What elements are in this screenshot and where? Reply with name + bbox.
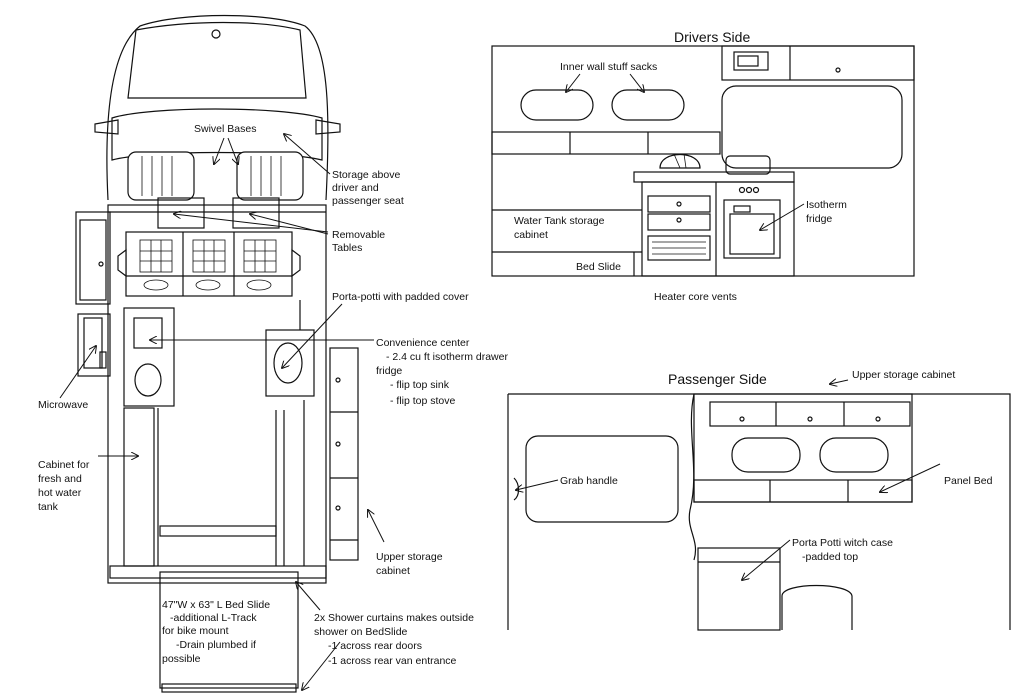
label-stuff-sacks: Inner wall stuff sacks bbox=[560, 61, 657, 73]
label-bed-slide-4: -Drain plumbed if bbox=[176, 639, 256, 651]
label-convenience-5: - flip top stove bbox=[390, 395, 456, 407]
drivers-side-annotations: Inner wall stuff sacks Water Tank storag… bbox=[514, 61, 847, 303]
passenger-seat-elev bbox=[781, 584, 853, 630]
passenger-sack-2 bbox=[819, 437, 889, 473]
label-convenience-4: - flip top sink bbox=[390, 379, 450, 391]
porta-potti-case bbox=[697, 547, 781, 631]
label-isotherm-2: fridge bbox=[806, 213, 832, 225]
label-shower: 2x Shower curtains makes outside bbox=[314, 612, 474, 624]
label-upper-storage-cabinet: Upper storage cabinet bbox=[852, 369, 955, 381]
drivers-side-elevation: Drivers Side bbox=[491, 29, 915, 277]
removable-table-right bbox=[232, 197, 280, 229]
label-shower-3: -1 across rear doors bbox=[328, 640, 422, 652]
bed-slide bbox=[159, 571, 299, 689]
label-cabinet-tank-2: fresh and bbox=[38, 473, 82, 485]
windshield bbox=[127, 21, 307, 99]
van-top-view bbox=[75, 14, 359, 693]
left-mirror bbox=[94, 119, 119, 135]
right-upper-storage bbox=[329, 347, 359, 561]
label-upper-storage-2: cabinet bbox=[376, 565, 410, 577]
label-porta-potti: Porta-potti with padded cover bbox=[332, 291, 469, 303]
label-convenience-2: - 2.4 cu ft isotherm drawer bbox=[386, 351, 508, 363]
driver-seat bbox=[127, 151, 195, 201]
label-porta-potti-case-2: -padded top bbox=[802, 551, 858, 563]
left-wall-cabinet bbox=[75, 211, 111, 305]
van-body bbox=[107, 204, 327, 584]
label-removable-tables-2: Tables bbox=[332, 242, 362, 254]
label-grab-handle: Grab handle bbox=[560, 475, 618, 487]
passenger-side-elevation: Passenger Side bbox=[507, 371, 1011, 631]
water-tank-cabinet bbox=[123, 407, 155, 567]
label-water-tank-2: cabinet bbox=[514, 229, 548, 241]
label-bed-slide-2: -additional L-Track bbox=[170, 612, 257, 624]
passenger-side-annotations: Upper storage cabinet Grab handle Panel … bbox=[516, 369, 993, 580]
label-storage-above-3: passenger seat bbox=[332, 195, 404, 207]
microwave-box bbox=[77, 313, 111, 377]
label-storage-above-2: driver and bbox=[332, 182, 379, 194]
label-convenience-3: fridge bbox=[376, 365, 402, 377]
label-bed-slide-elev: Bed Slide bbox=[576, 261, 621, 273]
isotherm-fridge bbox=[723, 199, 781, 259]
label-bed-slide-5: possible bbox=[162, 653, 201, 665]
drivers-side-title: Drivers Side bbox=[674, 29, 750, 45]
van-front-outline bbox=[106, 14, 329, 201]
porta-potti bbox=[265, 329, 315, 397]
l-track bbox=[159, 525, 277, 537]
label-convenience-center: Convenience center bbox=[376, 337, 470, 349]
stuff-sack-2 bbox=[611, 89, 685, 121]
passenger-window bbox=[525, 435, 679, 523]
convenience-center bbox=[123, 307, 175, 407]
label-cabinet-tank-3: hot water bbox=[38, 487, 82, 499]
label-upper-storage: Upper storage bbox=[376, 551, 443, 563]
label-isotherm: Isotherm bbox=[806, 199, 847, 211]
label-heater-vents: Heater core vents bbox=[654, 291, 737, 303]
label-porta-potti-case: Porta Potti witch case bbox=[792, 537, 893, 549]
label-bed-slide: 47"W x 63" L Bed Slide bbox=[162, 599, 270, 611]
passenger-sack-1 bbox=[731, 437, 801, 473]
stuff-sack-1 bbox=[520, 89, 594, 121]
label-panel-bed: Panel Bed bbox=[944, 475, 993, 487]
label-removable-tables: Removable bbox=[332, 229, 385, 241]
passenger-seat bbox=[236, 151, 304, 201]
label-shower-2: shower on BedSlide bbox=[314, 626, 408, 638]
label-swivel-bases: Swivel Bases bbox=[194, 123, 256, 135]
label-shower-4: -1 across rear van entrance bbox=[328, 655, 457, 667]
passenger-side-title: Passenger Side bbox=[668, 371, 767, 387]
drivers-kitchen-unit bbox=[641, 181, 795, 277]
label-water-tank: Water Tank storage bbox=[514, 215, 605, 227]
label-storage-above: Storage above bbox=[332, 169, 400, 181]
label-cabinet-tank-4: tank bbox=[38, 501, 59, 513]
passenger-side-frame bbox=[508, 393, 1011, 630]
removable-table-left bbox=[157, 197, 205, 229]
door-edge bbox=[688, 393, 696, 561]
label-bed-slide-3: for bike mount bbox=[162, 625, 229, 637]
hood-emblem bbox=[211, 29, 221, 39]
right-mirror bbox=[315, 119, 341, 135]
label-microwave: Microwave bbox=[38, 399, 88, 411]
drivers-window bbox=[721, 85, 903, 169]
top-view-annotations: Swivel Bases Storage above driver and pa… bbox=[38, 123, 508, 690]
label-cabinet-tank: Cabinet for bbox=[38, 459, 90, 471]
